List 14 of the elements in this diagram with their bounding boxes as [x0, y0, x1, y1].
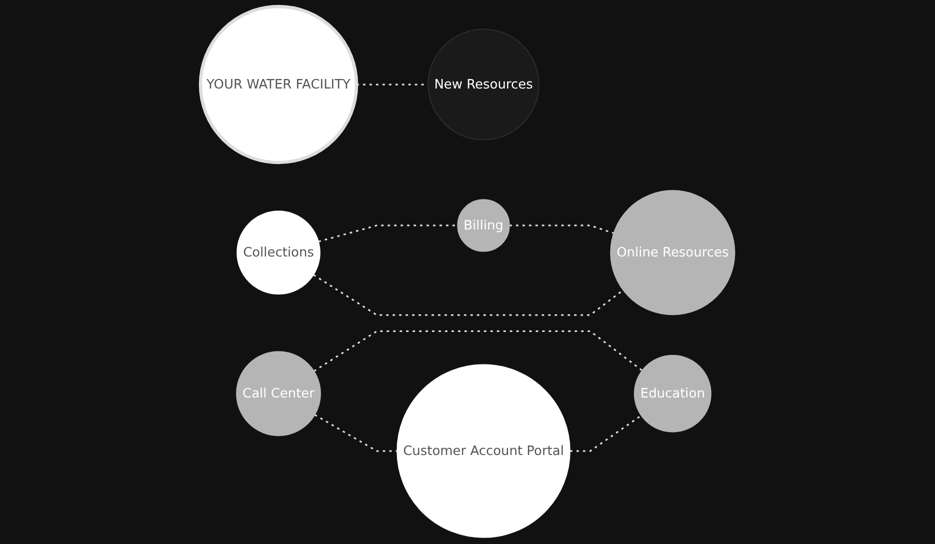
connector — [318, 224, 458, 242]
node-circle: Customer Account Portal — [396, 364, 570, 538]
node-circle: YOUR WATER FACILITY — [198, 4, 358, 164]
connector — [312, 274, 624, 316]
node-circle: Education — [634, 354, 712, 432]
node-circle: Collections — [236, 210, 320, 295]
connector — [570, 414, 642, 452]
node-circle: Call Center — [236, 351, 321, 436]
connector — [314, 414, 397, 452]
node-circle: New Resources — [428, 28, 540, 140]
connector — [313, 330, 642, 372]
node-circle: Online Resources — [610, 190, 736, 316]
node-circle: Billing — [457, 199, 510, 252]
connector — [509, 224, 614, 234]
